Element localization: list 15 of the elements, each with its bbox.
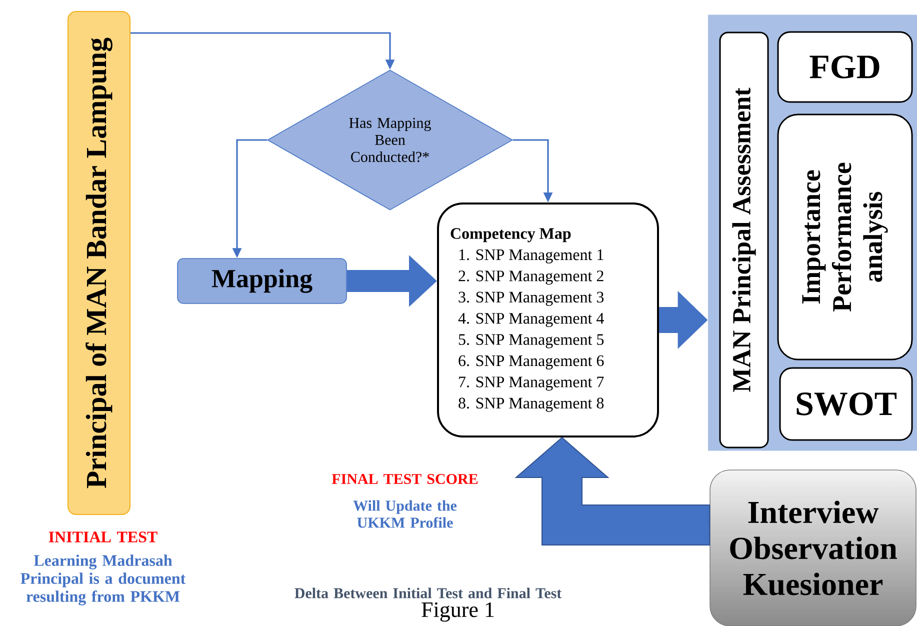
method-box: SWOT	[779, 367, 913, 441]
vertical-banner: Principal of MAN Bandar Lampung	[68, 11, 130, 515]
method-box: FGD	[777, 31, 913, 103]
note-text: Will Update the UKKM Profile	[353, 500, 457, 528]
note-text: Learning Madrasah Principal is a document resulting from PKKM	[20, 554, 186, 606]
block-arrow	[514, 436, 710, 546]
process-box: Mapping	[177, 258, 347, 304]
caption: Figure 1	[422, 602, 494, 622]
note-text: INITIAL TEST	[48, 532, 158, 542]
list-box: Competency Map 1. SNP Management 1 2. SNP Management 2 3. SNP Management 3 4. SNP Management 4 5. SNP Management 5 6. SNP Management 6 7. SNP Management 7 8. SNP Management 8	[437, 202, 659, 438]
method-box: Interview Observation Kuesioner	[710, 470, 916, 626]
method-box: Importance Performance analysis	[777, 114, 913, 360]
note-text: Delta Between Initial Test and Final Test	[294, 588, 562, 598]
label-box: MAN Principal Assessment	[719, 32, 769, 448]
note-text: FINAL TEST SCORE	[332, 474, 478, 484]
